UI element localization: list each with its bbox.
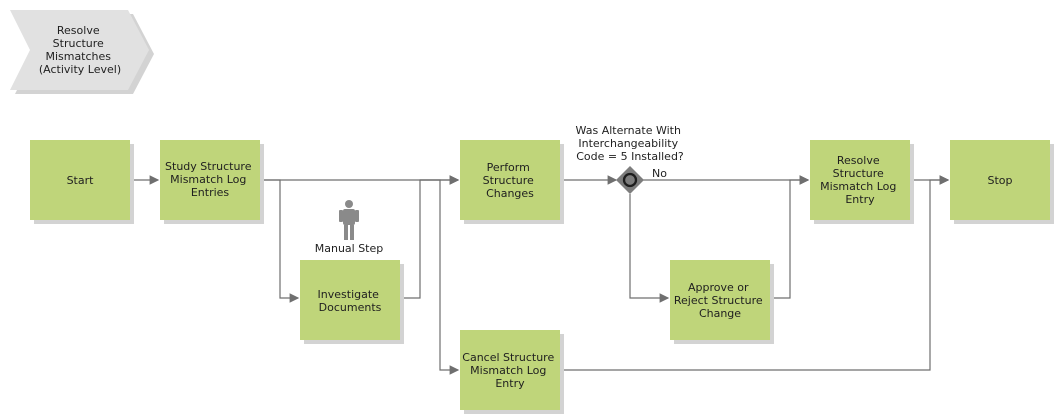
activity-banner: Resolve Structure Mismatches (Activity L… [10, 10, 154, 94]
perform-changes-line-1: Perform [487, 161, 530, 174]
resolve-entry-box [810, 140, 910, 220]
decision-question-line-2: Interchangeability [578, 137, 678, 150]
study-entries-line-2: Mismatch Log [170, 173, 246, 186]
cancel-entry-line-2: Mismatch Log [470, 364, 546, 377]
stop-node[interactable]: Stop [950, 140, 1054, 224]
cancel-entry-line-1: Cancel Structure [462, 351, 554, 364]
connector-approve-to-resolve [770, 175, 810, 299]
manual-step-actor-right-arm [355, 210, 359, 222]
decision-ring [622, 172, 638, 188]
manual-step-actor [339, 200, 359, 240]
start-node-label: Start [67, 174, 95, 187]
banner-shape [10, 10, 149, 90]
study-entries-task[interactable]: Study Structure Mismatch Log Entries [160, 140, 264, 224]
cancel-entry-box [460, 330, 560, 410]
approve-reject-task[interactable]: Approve or Reject Structure Change [670, 260, 774, 344]
resolve-entry-label: Resolve Structure Mismatch Log Entry [820, 154, 900, 206]
banner-line-3: Mismatches [45, 50, 111, 63]
banner-line-4: (Activity Level) [39, 63, 121, 76]
connector-decision-to-approve [629, 194, 670, 303]
study-entries-label: Study Structure Mismatch Log Entries [165, 160, 255, 199]
investigate-documents-task[interactable]: Investigate Documents [300, 260, 404, 344]
decision-question-line-3: Code = 5 Installed? [576, 150, 684, 163]
cancel-entry-task[interactable]: Cancel Structure Mismatch Log Entry [460, 330, 564, 414]
manual-step-actor-right-leg [350, 225, 354, 240]
connectors [130, 175, 950, 375]
study-entries-line-1: Study Structure [165, 160, 252, 173]
approve-reject-label: Approve or Reject Structure Change [674, 281, 766, 320]
manual-step-actor-left-arm [339, 210, 343, 222]
manual-step-actor-left-leg [344, 225, 348, 240]
connector-study-to-investigate [260, 179, 300, 303]
decision-no-label: No [652, 167, 667, 180]
start-node-box [30, 140, 130, 220]
decision-gateway[interactable] [616, 166, 644, 194]
study-entries-box [160, 140, 260, 220]
manual-step-label: Manual Step [315, 242, 384, 255]
resolve-entry-line-4: Entry [845, 193, 875, 206]
approve-reject-line-2: Reject Structure [674, 294, 763, 307]
decision-question-line-1: Was Alternate With [576, 124, 681, 137]
stop-node-box [950, 140, 1050, 220]
stop-node-line-1: Stop [987, 174, 1012, 187]
perform-changes-label: Perform Structure Changes [483, 161, 538, 200]
investigate-documents-label: Investigate Documents [318, 288, 383, 314]
approve-reject-line-1: Approve or [688, 281, 749, 294]
resolve-entry-line-3: Mismatch Log [820, 180, 896, 193]
approve-reject-line-3: Change [699, 307, 741, 320]
perform-changes-box [460, 140, 560, 220]
connector-investigate-to-perform [400, 175, 460, 299]
cancel-entry-label: Cancel Structure Mismatch Log Entry [462, 351, 557, 390]
manual-step-actor-head [345, 200, 353, 208]
cancel-entry-line-3: Entry [495, 377, 525, 390]
stop-node-label: Stop [987, 174, 1012, 187]
investigate-documents-box [300, 260, 400, 340]
decision-diamond [616, 166, 644, 194]
study-entries-line-3: Entries [191, 186, 230, 199]
banner-line-1: Resolve [57, 24, 100, 37]
start-node[interactable]: Start [30, 140, 134, 224]
connector-cancel-to-stop [560, 175, 950, 371]
perform-changes-line-3: Changes [486, 187, 534, 200]
perform-changes-line-2: Structure [483, 174, 534, 187]
banner-title: Resolve Structure Mismatches (Activity L… [39, 24, 121, 76]
approve-reject-box [670, 260, 770, 340]
resolve-entry-line-1: Resolve [837, 154, 880, 167]
banner-line-2: Structure [53, 37, 104, 50]
manual-step-actor-body [343, 209, 355, 225]
decision-question: Was Alternate With Interchangeability Co… [576, 124, 685, 163]
investigate-documents-line-1: Investigate [318, 288, 380, 301]
connector-study-to-cancel [420, 179, 460, 375]
resolve-entry-line-2: Structure [833, 167, 884, 180]
investigate-documents-line-2: Documents [319, 301, 382, 314]
start-node-line-1: Start [67, 174, 95, 187]
resolve-entry-task[interactable]: Resolve Structure Mismatch Log Entry [810, 140, 914, 224]
perform-changes-task[interactable]: Perform Structure Changes [460, 140, 564, 224]
